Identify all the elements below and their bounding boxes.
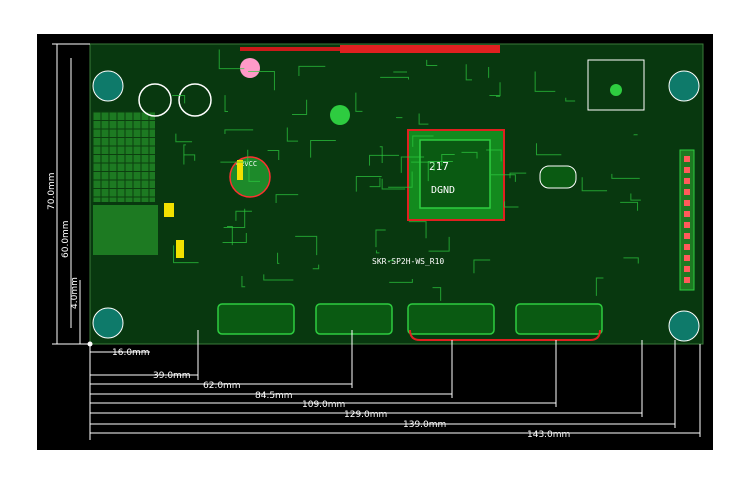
origin-marker: [87, 341, 93, 347]
dim-label-84: 84.5mm: [255, 391, 293, 401]
dim-label-4: 4.0mm: [70, 277, 80, 309]
cap-label: 42VCC: [236, 160, 257, 168]
yellow-part-1: [176, 240, 184, 258]
main-chip: 217 DGND: [407, 129, 505, 221]
header-pin: [684, 244, 690, 250]
mounting-holes: [92, 70, 700, 342]
yellow-part-3: [237, 160, 243, 180]
header-pin: [684, 233, 690, 239]
inductor-left: [138, 83, 172, 117]
dim-label-139: 139.0mm: [403, 420, 446, 430]
header-pin: [684, 277, 690, 283]
inductor-right: [178, 83, 212, 117]
power-plane: [93, 205, 158, 255]
header-pin: [684, 178, 690, 184]
header-pin: [684, 255, 690, 261]
header-pin: [684, 211, 690, 217]
header-pin: [684, 167, 690, 173]
header-pin: [684, 200, 690, 206]
heatsink-grid: [92, 111, 155, 202]
dim-label-39: 39.0mm: [153, 371, 191, 381]
electrolytic-capacitor: 42VCC: [229, 156, 271, 198]
dim-label-129: 129.0mm: [344, 410, 387, 420]
dimension-lines: [52, 43, 701, 440]
header-pin: [684, 189, 690, 195]
header-pin: [684, 266, 690, 272]
dim-label-60: 60.0mm: [61, 220, 71, 258]
small-cap: [330, 105, 350, 125]
right-header: [679, 149, 695, 291]
header-pin: [684, 156, 690, 162]
dim-label-16: 16.0mm: [112, 348, 150, 358]
dim-label-109: 109.0mm: [302, 400, 345, 410]
chip-label-bottom: DGND: [431, 185, 455, 196]
board-model-label: SKR-SP2H-WS_R10: [372, 257, 444, 266]
yellow-part-2: [164, 203, 174, 217]
pcb-board: 217 DGND 42VCC: [89, 43, 704, 345]
top-connector: [340, 45, 500, 53]
power-jack: [587, 59, 645, 111]
dim-label-143: 143.0mm: [527, 430, 570, 440]
crystal: [539, 165, 577, 189]
dim-label-70: 70.0mm: [47, 172, 57, 210]
round-pad: [240, 58, 260, 78]
dim-label-62: 62.0mm: [203, 381, 241, 391]
pcb-traces: [172, 49, 641, 301]
bottom-ports: [217, 303, 603, 341]
header-pin: [684, 222, 690, 228]
